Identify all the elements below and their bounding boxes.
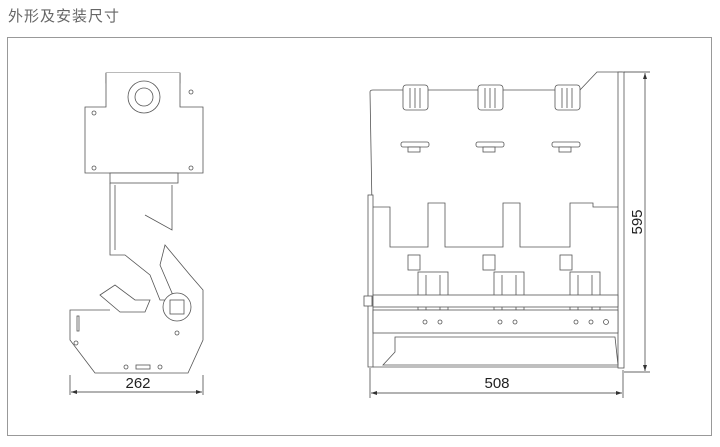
drawing-frame (7, 37, 712, 436)
front-view (363, 71, 625, 369)
side-view (69, 72, 204, 374)
page-title: 外形及安装尺寸 (8, 7, 121, 25)
height-dimension: 595 (624, 71, 650, 373)
top-bushings (402, 84, 581, 111)
height-label: 595 (629, 209, 646, 234)
side-width-dimension: 262 (69, 375, 204, 395)
front-width-label: 508 (484, 375, 509, 392)
front-width-dimension: 508 (369, 368, 624, 398)
middle-clamps (400, 141, 581, 153)
side-width-label: 262 (125, 375, 150, 392)
